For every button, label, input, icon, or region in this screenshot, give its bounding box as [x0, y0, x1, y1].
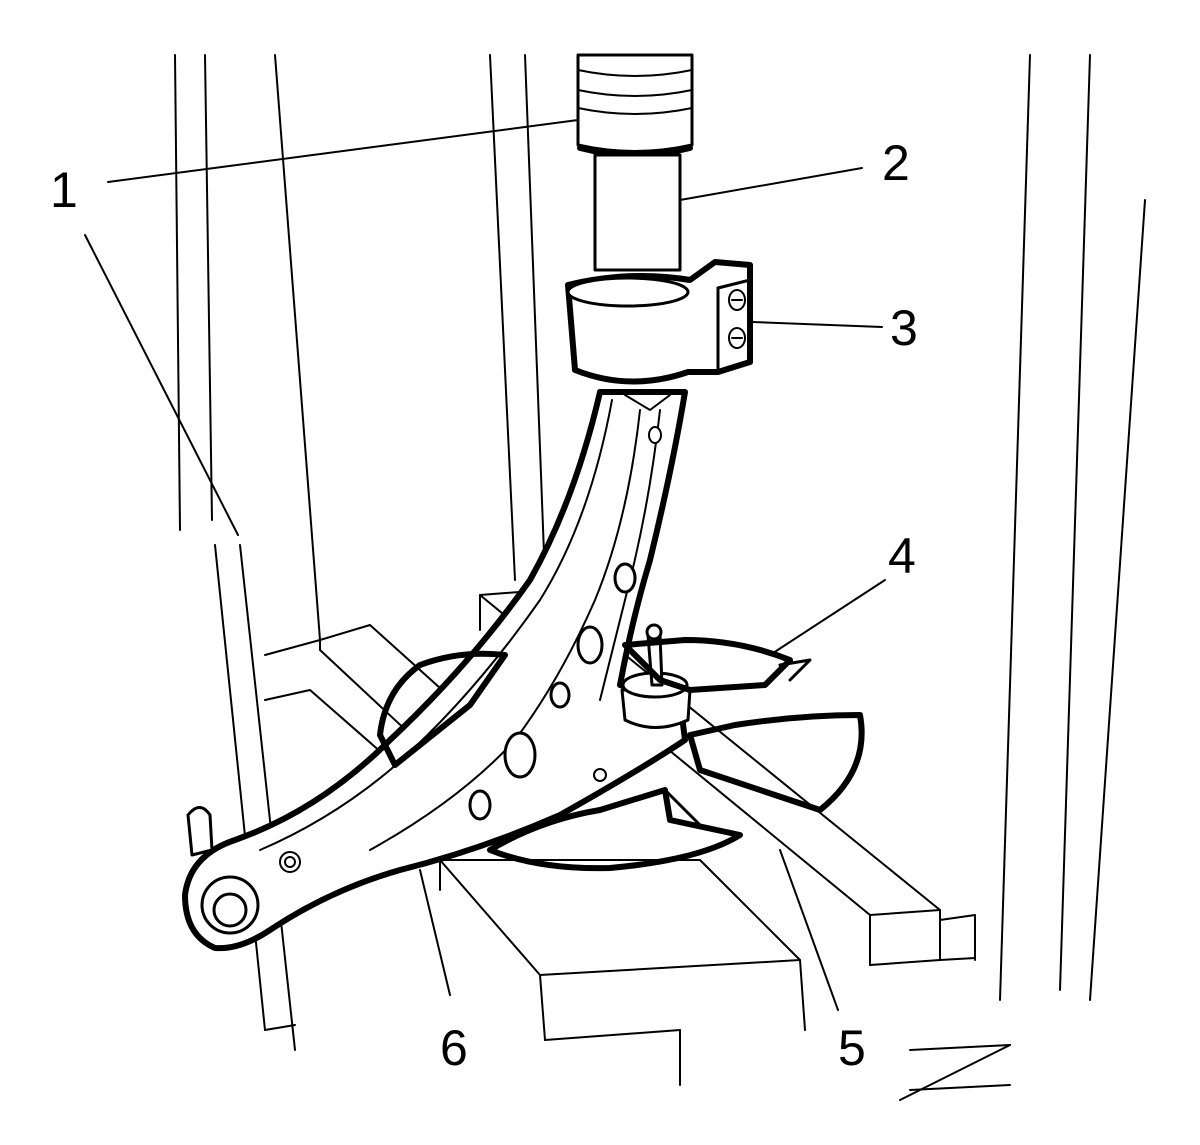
leader-line-1b [84, 234, 239, 536]
callout-5: 5 [838, 1020, 866, 1076]
callout-labels: 1 2 3 4 5 6 [50, 135, 918, 1076]
leader-line-5 [779, 849, 839, 1011]
leader-line-1a [107, 119, 579, 183]
control-arm [182, 389, 692, 952]
clamp-adapter [565, 259, 753, 385]
leader-line-4 [769, 579, 886, 656]
leader-line-3 [751, 321, 883, 328]
callout-1: 1 [50, 162, 78, 218]
callout-4: 4 [888, 528, 916, 584]
press-ram [576, 53, 694, 272]
callout-6: 6 [440, 1020, 468, 1076]
press-frame [174, 54, 1146, 1101]
leader-lines [84, 119, 886, 1011]
callout-3: 3 [890, 300, 918, 356]
receiver-adapter [377, 637, 865, 872]
leader-line-2 [679, 167, 863, 201]
callout-2: 2 [882, 135, 910, 191]
leader-line-6 [419, 869, 451, 996]
